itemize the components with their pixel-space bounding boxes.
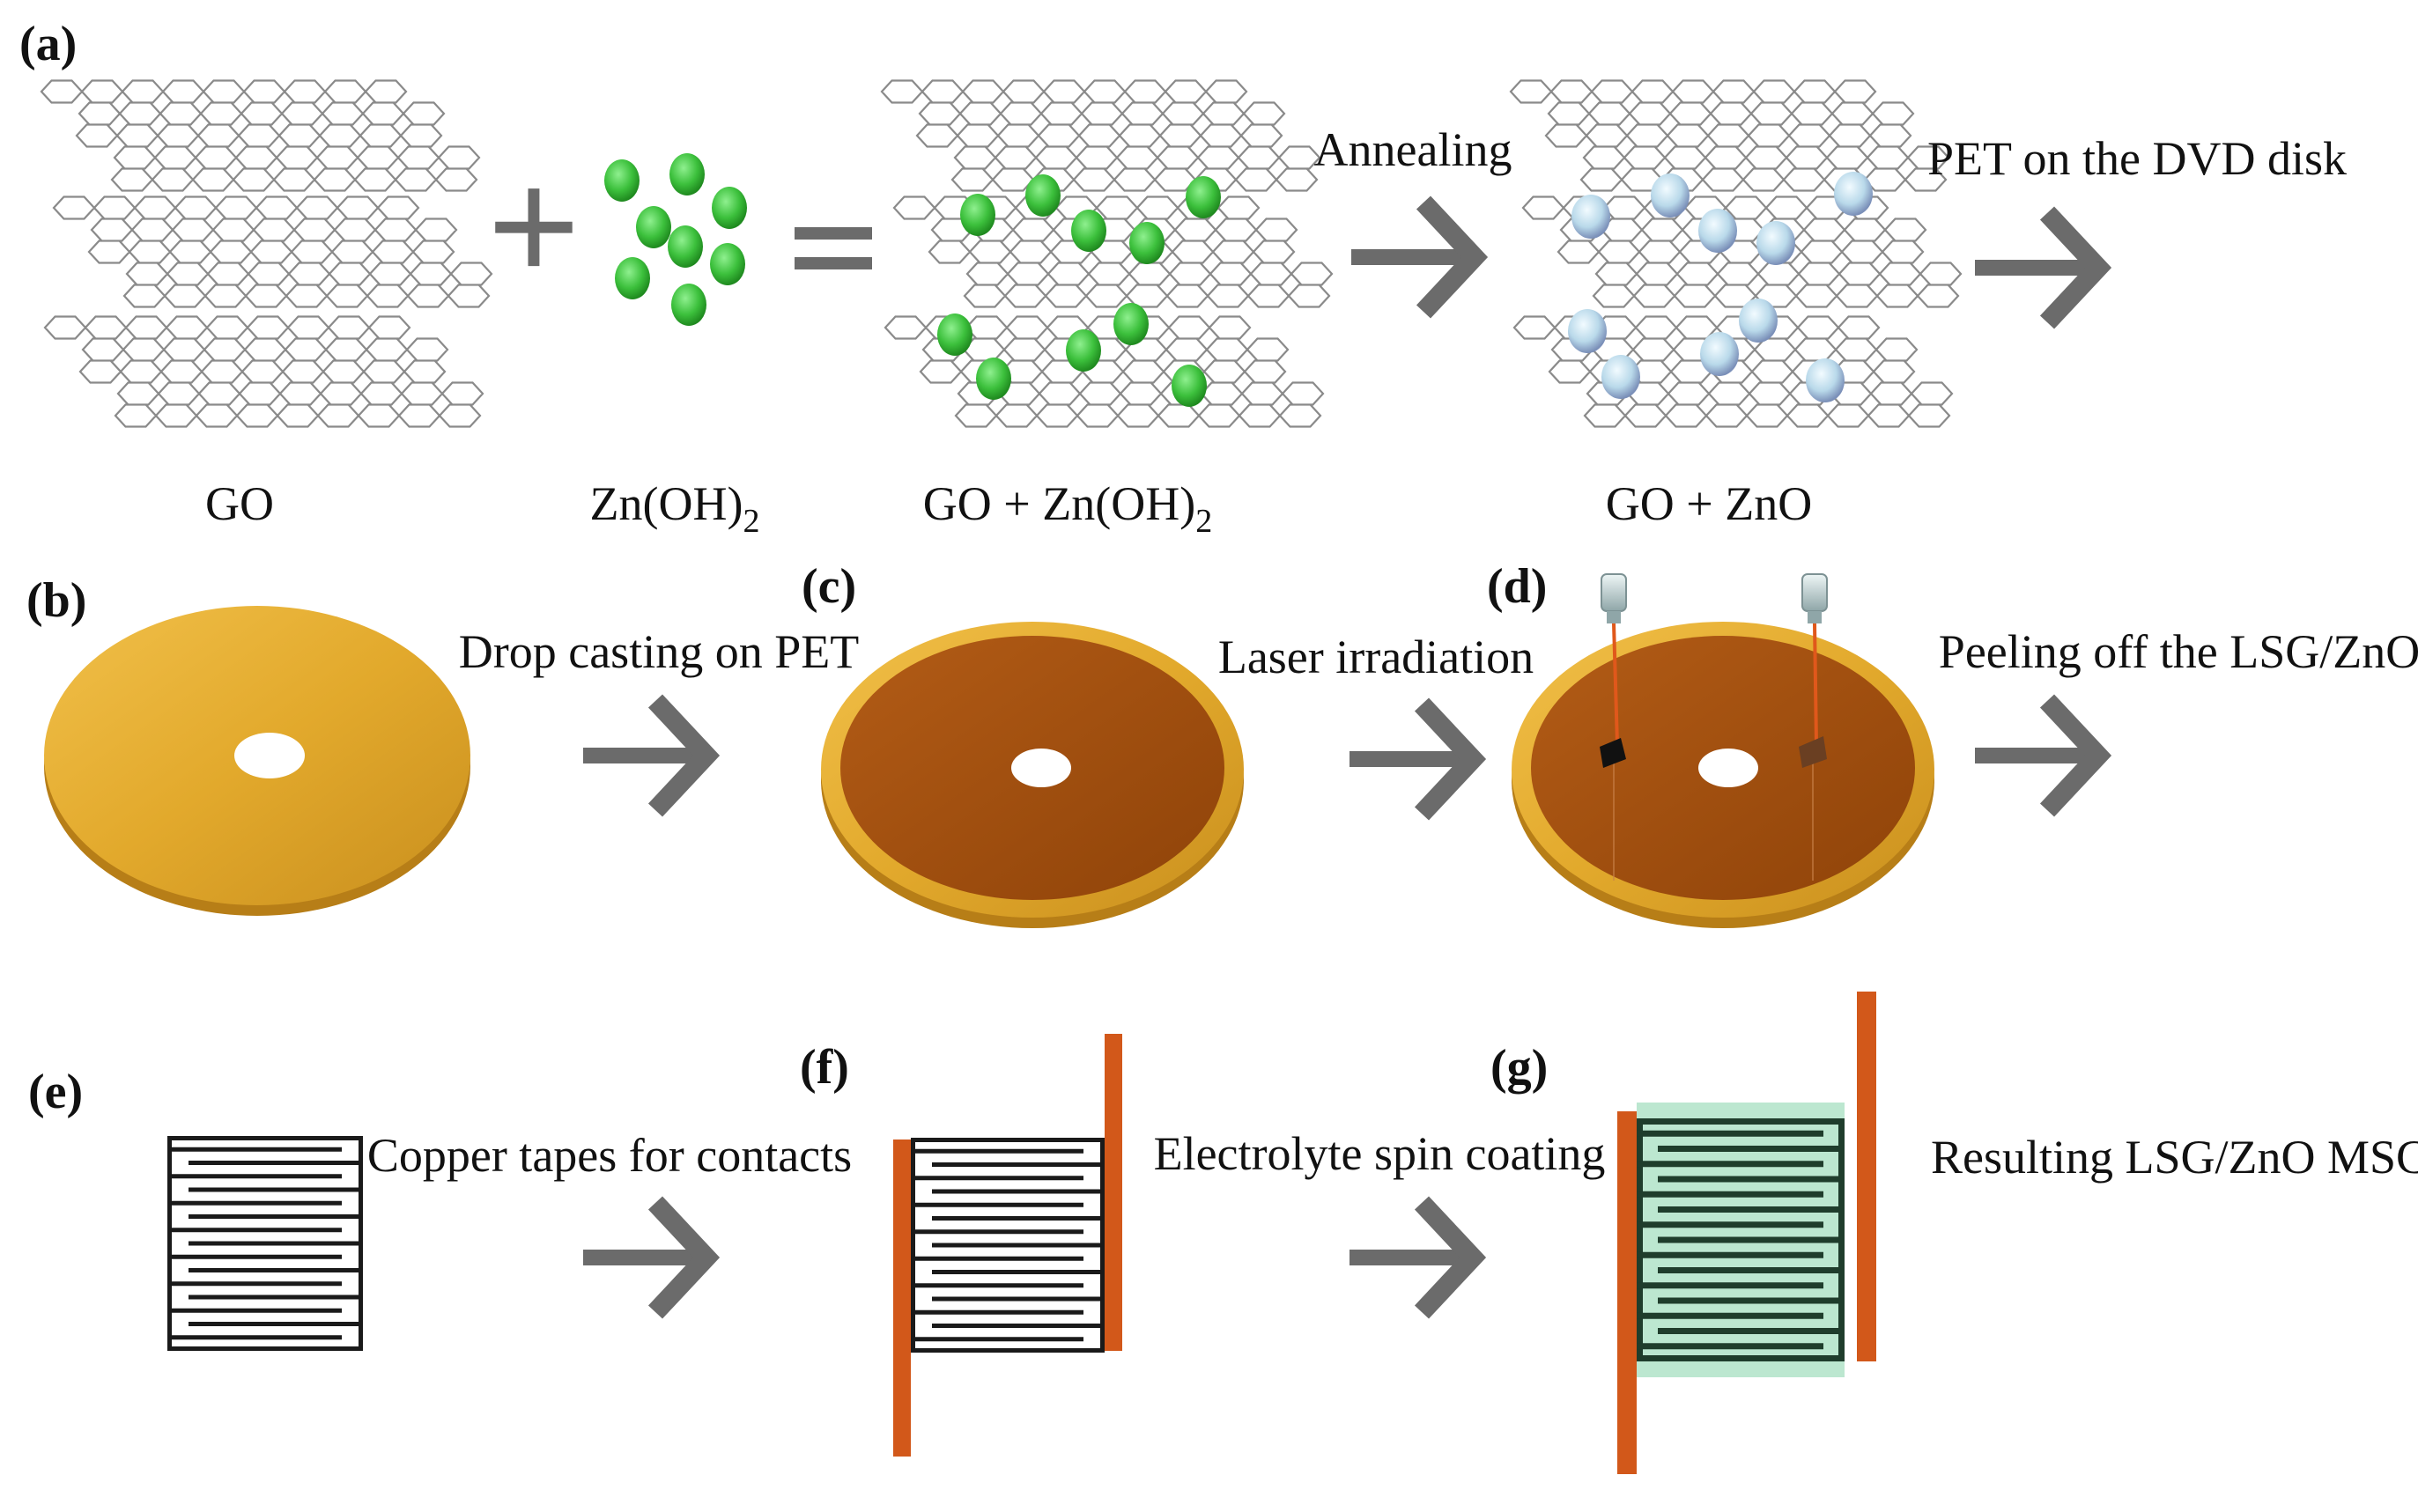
- copper-tape-right: [1857, 992, 1876, 1361]
- honeycomb-lattice: [40, 79, 481, 192]
- step-annealing: Annealing: [1314, 123, 1512, 176]
- dvd-center-hole: [1011, 749, 1071, 787]
- dvd-with-go-film: [821, 622, 1244, 928]
- zno-particle: [1651, 173, 1690, 218]
- honeycomb-lattice: [52, 195, 493, 308]
- caption-go: GO: [205, 477, 274, 530]
- panel-label-a: (a): [19, 17, 77, 71]
- coated-msc: [1617, 992, 1876, 1474]
- zno-particle: [1834, 172, 1873, 216]
- dvd-laser-patterning: [1512, 573, 1934, 928]
- laser-head-left: [1600, 573, 1627, 768]
- zn-oh2-particles-on-go: [937, 174, 1221, 407]
- zn-oh2-particle: [1172, 365, 1207, 407]
- dvd-center-hole: [234, 733, 305, 778]
- zno-particle: [1698, 209, 1737, 253]
- laser-beam: [1612, 623, 1619, 746]
- zn-oh2-particle: [960, 194, 995, 236]
- zno-particle: [1571, 195, 1610, 239]
- lsg-pattern: [1799, 736, 1827, 768]
- laser-head-right: [1799, 573, 1828, 768]
- arrow-copper-tapes: [583, 1196, 721, 1319]
- zn-oh2-particle: [712, 187, 747, 229]
- caption-zn-oh2: Zn(OH)2: [590, 477, 760, 540]
- honeycomb-lattice: [1521, 195, 1963, 308]
- honeycomb-lattice: [1509, 79, 1950, 192]
- arrow-laser-irradiation: [1349, 697, 1487, 821]
- go-sheet: [1509, 79, 1950, 192]
- honeycomb-lattice: [43, 315, 484, 428]
- interdigitated-electrode: [1637, 1118, 1845, 1361]
- lsg-pattern: [1600, 738, 1626, 768]
- zn-oh2-particle: [937, 313, 972, 356]
- step-drop-casting: Drop casting on PET: [459, 625, 859, 678]
- arrow-pet-on-dvd: [1975, 206, 2112, 329]
- arrow-annealing: [1351, 195, 1489, 319]
- interdigitated-electrode: [911, 1138, 1105, 1353]
- go-sheet: [892, 195, 1334, 308]
- step-pet-on-dvd: PET on the DVD disk: [1927, 132, 2347, 185]
- copper-tape-left: [893, 1140, 911, 1457]
- zn-oh2-particle: [710, 243, 745, 285]
- zn-oh2-particle: [604, 159, 640, 202]
- zno-particle: [1568, 309, 1607, 353]
- zn-oh2-particle: [1025, 174, 1061, 217]
- go-sheet: [880, 79, 1321, 192]
- go-zno-sheet-stack: [1509, 79, 1963, 428]
- go-zn-oh2-sheet-stack: [880, 79, 1334, 428]
- panel-label-d: (d): [1487, 559, 1547, 614]
- arrow-electrolyte-spin: [1349, 1196, 1487, 1319]
- zn-oh2-particle: [1129, 222, 1165, 264]
- laser-beam: [1813, 623, 1818, 746]
- dvd-disk: [44, 606, 470, 916]
- dvd-center-hole: [1698, 749, 1758, 787]
- zn-oh2-particle: [1066, 329, 1101, 372]
- caption-go-zn-oh2: GO + Zn(OH)2: [923, 477, 1212, 540]
- zno-particle: [1601, 355, 1640, 399]
- copper-tape-left: [1617, 1111, 1637, 1474]
- arrow-peeling-off: [1975, 694, 2112, 817]
- interdigitated-electrode: [167, 1136, 363, 1351]
- step-resulting: Resulting LSG/ZnO MSC: [1931, 1131, 2418, 1184]
- panel-label-g: (g): [1490, 1040, 1548, 1095]
- zn-oh2-particle: [615, 257, 650, 299]
- zn-oh2-particle: [1113, 303, 1149, 345]
- arrow-drop-casting: [583, 694, 721, 817]
- zn-oh2-particle: [1186, 176, 1221, 218]
- zno-particle: [1756, 221, 1795, 265]
- caption-go-zno: GO + ZnO: [1606, 477, 1812, 530]
- go-sheet: [40, 79, 481, 192]
- honeycomb-lattice: [880, 79, 1321, 192]
- zn-oh2-particle-cluster: [604, 153, 747, 326]
- zn-oh2-particle: [636, 206, 671, 248]
- honeycomb-lattice: [892, 195, 1334, 308]
- go-sheet: [43, 315, 484, 428]
- zn-oh2-particle: [671, 284, 706, 326]
- step-electrolyte-spin: Electrolyte spin coating: [1154, 1127, 1606, 1180]
- zn-oh2-particle: [668, 225, 703, 268]
- panel-label-c: (c): [802, 559, 856, 614]
- go-sheet-stack: [40, 79, 493, 428]
- equals-sign: [795, 227, 872, 269]
- go-sheet: [52, 195, 493, 308]
- panel-label-e: (e): [28, 1065, 83, 1119]
- copper-tape-right: [1105, 1034, 1122, 1351]
- step-copper-tapes: Copper tapes for contacts: [367, 1129, 852, 1182]
- step-laser-irradiation: Laser irradiation: [1218, 631, 1534, 683]
- zn-oh2-particle: [1071, 210, 1106, 252]
- step-peeling-off: Peeling off the LSG/ZnO: [1939, 625, 2418, 678]
- zno-particle: [1700, 332, 1739, 376]
- plus-sign: +: [487, 137, 580, 314]
- zno-particle: [1806, 358, 1845, 402]
- panel-label-b: (b): [26, 573, 86, 628]
- electrode-with-copper-tapes: [893, 1034, 1122, 1457]
- zn-oh2-particle: [669, 153, 705, 195]
- panel-label-f: (f): [800, 1040, 849, 1095]
- go-sheet: [1521, 195, 1963, 308]
- zno-particles-on-go: [1568, 172, 1873, 402]
- zn-oh2-particle: [976, 358, 1011, 400]
- zno-particle: [1739, 299, 1778, 343]
